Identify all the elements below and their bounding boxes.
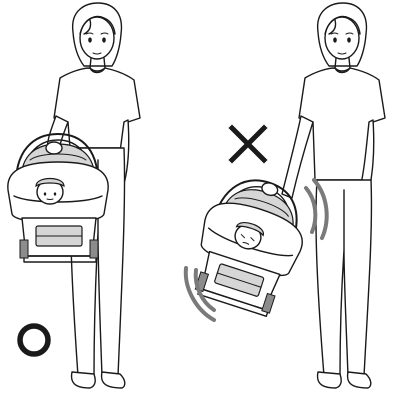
incorrect-cross-icon (232, 128, 264, 160)
woman-carrying-correctly (8, 3, 140, 388)
correct-circle-icon (20, 326, 48, 354)
woman-carrying-incorrectly (182, 3, 385, 388)
